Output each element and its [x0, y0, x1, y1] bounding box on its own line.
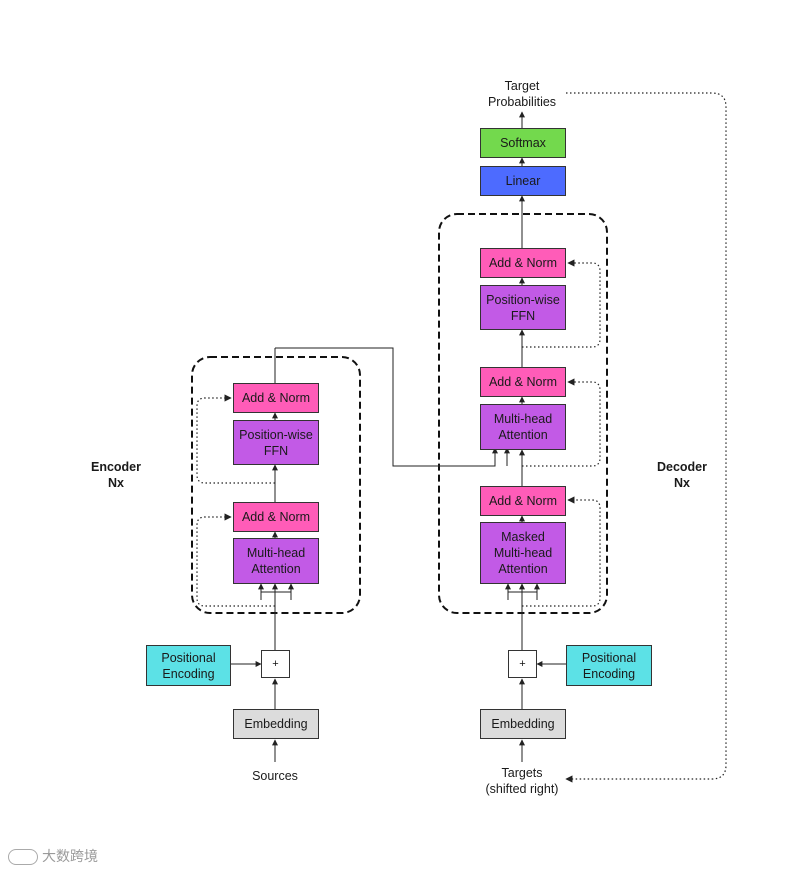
decoder-embedding: Embedding	[480, 709, 566, 739]
linear-layer: Linear	[480, 166, 566, 196]
encoder-add-norm-top: Add & Norm	[233, 383, 319, 413]
decoder-add-plus: +	[508, 650, 537, 678]
softmax-layer: Softmax	[480, 128, 566, 158]
decoder-masked-attention: Masked Multi-head Attention	[480, 522, 566, 584]
decoder-label: Decoder Nx	[656, 460, 708, 490]
watermark: 大数跨境	[8, 846, 98, 866]
decoder-ffn: Position-wise FFN	[480, 285, 566, 330]
decoder-add-norm-top: Add & Norm	[480, 248, 566, 278]
output-label: Target Probabilities	[487, 79, 557, 109]
decoder-frame	[438, 213, 608, 614]
encoder-embedding: Embedding	[233, 709, 319, 739]
watermark-text: 大数跨境	[42, 849, 98, 865]
decoder-input-label: Targets (shifted right)	[485, 766, 559, 796]
encoder-add-plus: +	[261, 650, 290, 678]
encoder-label: Encoder Nx	[90, 460, 141, 490]
encoder-ffn: Position-wise FFN	[233, 420, 319, 465]
decoder-add-norm-bottom: Add & Norm	[480, 486, 566, 516]
encoder-positional-encoding: Positional Encoding	[146, 645, 231, 686]
watermark-logo-icon	[8, 849, 38, 865]
decoder-add-norm-mid: Add & Norm	[480, 367, 566, 397]
encoder-add-norm-bottom: Add & Norm	[233, 502, 319, 532]
encoder-multi-head-attention: Multi-head Attention	[233, 538, 319, 584]
encoder-input-label: Sources	[252, 769, 298, 783]
decoder-cross-attention: Multi-head Attention	[480, 404, 566, 450]
decoder-positional-encoding: Positional Encoding	[566, 645, 652, 686]
encoder-frame	[191, 356, 361, 614]
